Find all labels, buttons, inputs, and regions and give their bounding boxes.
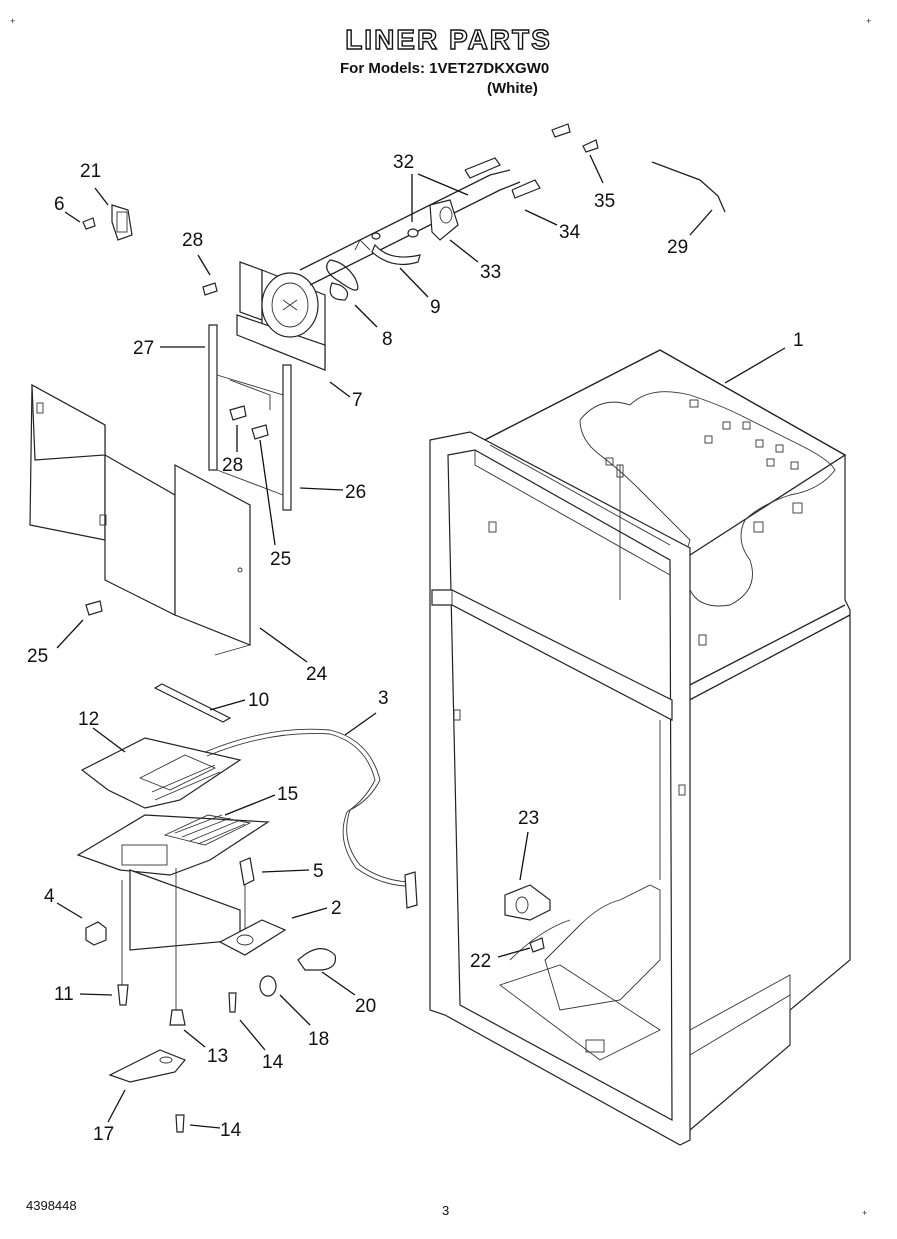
liner-cabinet bbox=[429, 349, 851, 1146]
callout-21: 21 bbox=[80, 161, 101, 182]
light-housing bbox=[76, 683, 418, 1010]
callout-34: 34 bbox=[559, 222, 581, 243]
screws-small bbox=[82, 217, 269, 616]
callout-9: 9 bbox=[430, 297, 441, 318]
callout-14-upper: 14 bbox=[262, 1052, 284, 1073]
callout-25-center: 25 bbox=[270, 549, 291, 570]
bottom-hardware bbox=[108, 984, 237, 1133]
callout-25-left: 25 bbox=[27, 646, 48, 667]
callout-23: 23 bbox=[518, 808, 539, 829]
color-line: (White) bbox=[487, 80, 538, 97]
callout-12: 12 bbox=[78, 709, 99, 730]
page-title: LINER PARTS bbox=[344, 23, 552, 55]
document-number: 4398448 bbox=[26, 1198, 77, 1213]
callout-24: 24 bbox=[306, 664, 328, 685]
callout-28-upper: 28 bbox=[182, 230, 203, 251]
callout-26: 26 bbox=[345, 482, 366, 503]
callout-17: 17 bbox=[93, 1124, 114, 1145]
leader-lines bbox=[56, 154, 786, 1129]
callout-33: 33 bbox=[480, 262, 501, 283]
callout-7: 7 bbox=[352, 390, 363, 411]
callout-27: 27 bbox=[133, 338, 154, 359]
callout-22: 22 bbox=[470, 951, 491, 972]
callout-1: 1 bbox=[793, 330, 804, 351]
callout-32: 32 bbox=[393, 152, 414, 173]
callout-18: 18 bbox=[308, 1029, 329, 1050]
page-number: 3 bbox=[442, 1203, 450, 1218]
svg-text:+: + bbox=[10, 16, 15, 26]
callout-6: 6 bbox=[54, 194, 65, 215]
callout-8: 8 bbox=[382, 329, 393, 350]
callout-15: 15 bbox=[277, 784, 298, 805]
callout-14-lower: 14 bbox=[220, 1120, 242, 1141]
callout-29: 29 bbox=[667, 237, 688, 258]
fan-assembly bbox=[236, 123, 599, 371]
callout-20: 20 bbox=[355, 996, 376, 1017]
callout-35: 35 bbox=[594, 191, 615, 212]
svg-text:+: + bbox=[866, 16, 871, 26]
corner-marks: + + + bbox=[10, 16, 871, 1218]
callout-10: 10 bbox=[248, 690, 269, 711]
callout-13: 13 bbox=[207, 1046, 228, 1067]
callout-labels: 1 2 3 4 5 6 7 8 9 10 11 12 13 14 14 15 1… bbox=[27, 152, 804, 1145]
evaporator-cover bbox=[29, 383, 251, 656]
models-line: For Models: 1VET27DKXGW0 bbox=[340, 60, 550, 77]
callout-3: 3 bbox=[378, 688, 389, 709]
control-box bbox=[111, 204, 133, 241]
callout-11: 11 bbox=[54, 984, 74, 1005]
callout-2: 2 bbox=[331, 898, 342, 919]
svg-text:+: + bbox=[862, 1208, 867, 1218]
callout-5: 5 bbox=[313, 861, 324, 882]
hinge-bracket bbox=[504, 884, 551, 953]
callout-4: 4 bbox=[44, 886, 55, 907]
callout-28-lower: 28 bbox=[222, 455, 243, 476]
air-duct bbox=[208, 324, 292, 511]
rod-29 bbox=[651, 161, 726, 213]
